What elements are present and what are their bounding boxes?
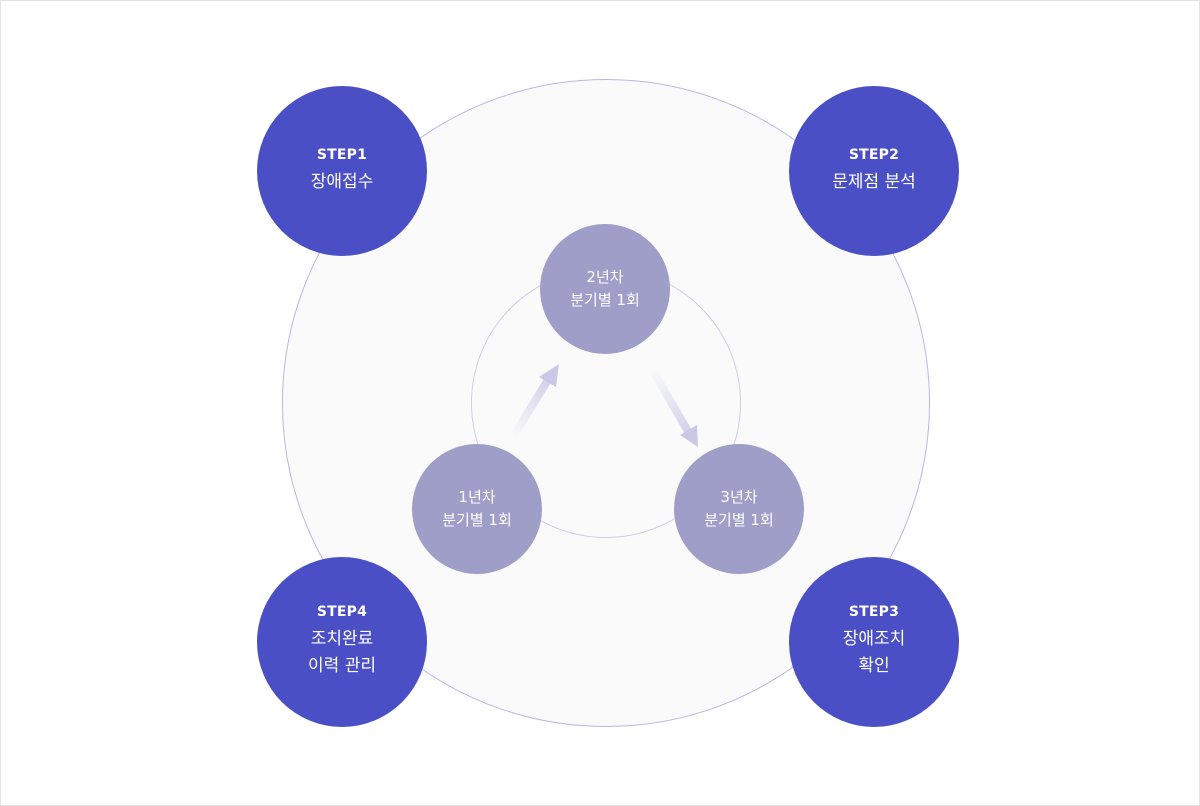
step-1-title: 장애접수 <box>310 171 374 192</box>
step-3-label: STEP3 <box>848 604 900 620</box>
year-2-label: 2년차 <box>586 268 624 286</box>
step-2-title: 문제점 분석 <box>832 171 916 192</box>
year-3-label: 3년차 <box>720 488 758 506</box>
year-3-circle: 3년차 분기별 1회 <box>674 444 804 574</box>
step-1-circle: STEP1 장애접수 <box>257 86 427 256</box>
year-1-frequency: 분기별 1회 <box>442 511 512 529</box>
arrow-up-right-icon <box>509 364 559 440</box>
step-2-circle: STEP2 문제점 분석 <box>789 86 959 256</box>
step-4-title-line-1: 조치완료 <box>310 629 374 649</box>
year-2-frequency: 분기별 1회 <box>570 291 640 309</box>
arrow-down-right-icon <box>649 368 698 447</box>
step-2-label: STEP2 <box>848 146 900 163</box>
year-1-circle: 1년차 분기별 1회 <box>412 444 542 574</box>
step-3-title-line-2: 확인 <box>858 656 890 676</box>
year-3-frequency: 분기별 1회 <box>704 511 774 529</box>
step-3-title-line-1: 장애조치 <box>842 629 906 649</box>
step-4-label: STEP4 <box>316 604 368 620</box>
year-1-label: 1년차 <box>458 488 496 506</box>
step-3-circle: STEP3 장애조치 확인 <box>789 557 959 727</box>
step-4-title-line-2: 이력 관리 <box>308 656 376 676</box>
year-2-circle: 2년차 분기별 1회 <box>540 224 670 354</box>
step-4-circle: STEP4 조치완료 이력 관리 <box>257 557 427 727</box>
step-1-label: STEP1 <box>316 146 368 163</box>
